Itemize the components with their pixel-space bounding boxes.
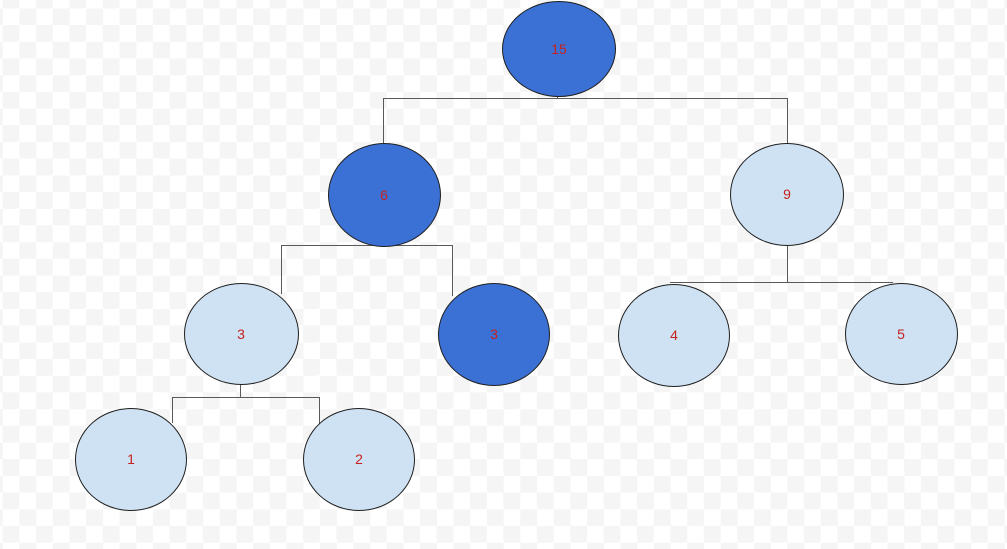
node-label: 2 <box>355 451 363 467</box>
connector-segment <box>787 245 788 282</box>
connector-segment <box>787 98 788 144</box>
node-label: 9 <box>783 186 791 202</box>
connector-segment <box>383 98 788 99</box>
tree-node-3-right[interactable]: 3 <box>438 282 550 386</box>
connector-segment <box>383 98 384 144</box>
connector-segment <box>172 397 320 398</box>
connector-segment <box>281 245 282 294</box>
tree-node-5[interactable]: 5 <box>844 283 958 385</box>
tree-node-6[interactable]: 6 <box>327 143 441 247</box>
connector-segment <box>172 397 173 423</box>
node-label: 15 <box>551 41 567 57</box>
node-label: 6 <box>380 187 388 203</box>
connector-segment <box>670 282 893 283</box>
tree-node-4[interactable]: 4 <box>618 283 730 387</box>
node-label: 3 <box>237 326 245 342</box>
tree-node-9[interactable]: 9 <box>730 142 844 246</box>
tree-node-1[interactable]: 1 <box>75 407 187 511</box>
tree-node-15[interactable]: 15 <box>502 1 616 97</box>
tree-node-2[interactable]: 2 <box>303 407 415 511</box>
node-label: 3 <box>490 326 498 342</box>
connector-segment <box>452 245 453 296</box>
node-label: 4 <box>670 327 678 343</box>
node-label: 1 <box>127 451 135 467</box>
connector-segment <box>240 384 241 398</box>
node-label: 5 <box>897 326 905 342</box>
tree-node-3-left[interactable]: 3 <box>183 283 299 385</box>
connector-segment <box>319 397 320 424</box>
connector-segment <box>281 245 453 246</box>
